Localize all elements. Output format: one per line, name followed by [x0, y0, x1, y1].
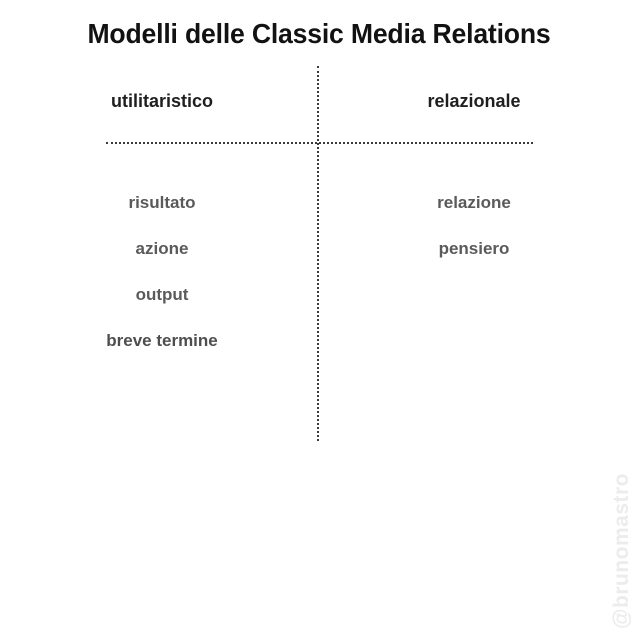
slide-canvas: Modelli delle Classic Media Relations ut…: [12, 18, 633, 629]
list-item: relazione: [437, 193, 511, 212]
column-header-relazionale: relazionale: [427, 91, 521, 111]
column-relazionale: relazionale relazione pensiero: [324, 88, 624, 272]
list-item: risultato: [128, 193, 196, 212]
list-item: breve termine: [106, 331, 218, 350]
column-items-relazionale: relazione pensiero: [324, 180, 624, 272]
quadrant-divider-vertical: [317, 66, 319, 441]
column-items-utilitaristico: risultato azione output breve termine: [12, 180, 312, 364]
quadrant-divider-horizontal: [106, 142, 533, 144]
page-title: Modelli delle Classic Media Relations: [87, 18, 551, 49]
column-header-utilitaristico: utilitaristico: [110, 91, 213, 111]
column-utilitaristico: utilitaristico risultato azione output b…: [12, 88, 312, 364]
list-item: pensiero: [438, 239, 510, 258]
list-item: output: [135, 285, 189, 304]
list-item: azione: [135, 239, 189, 258]
watermark-handle: @brunomastro: [610, 473, 633, 629]
